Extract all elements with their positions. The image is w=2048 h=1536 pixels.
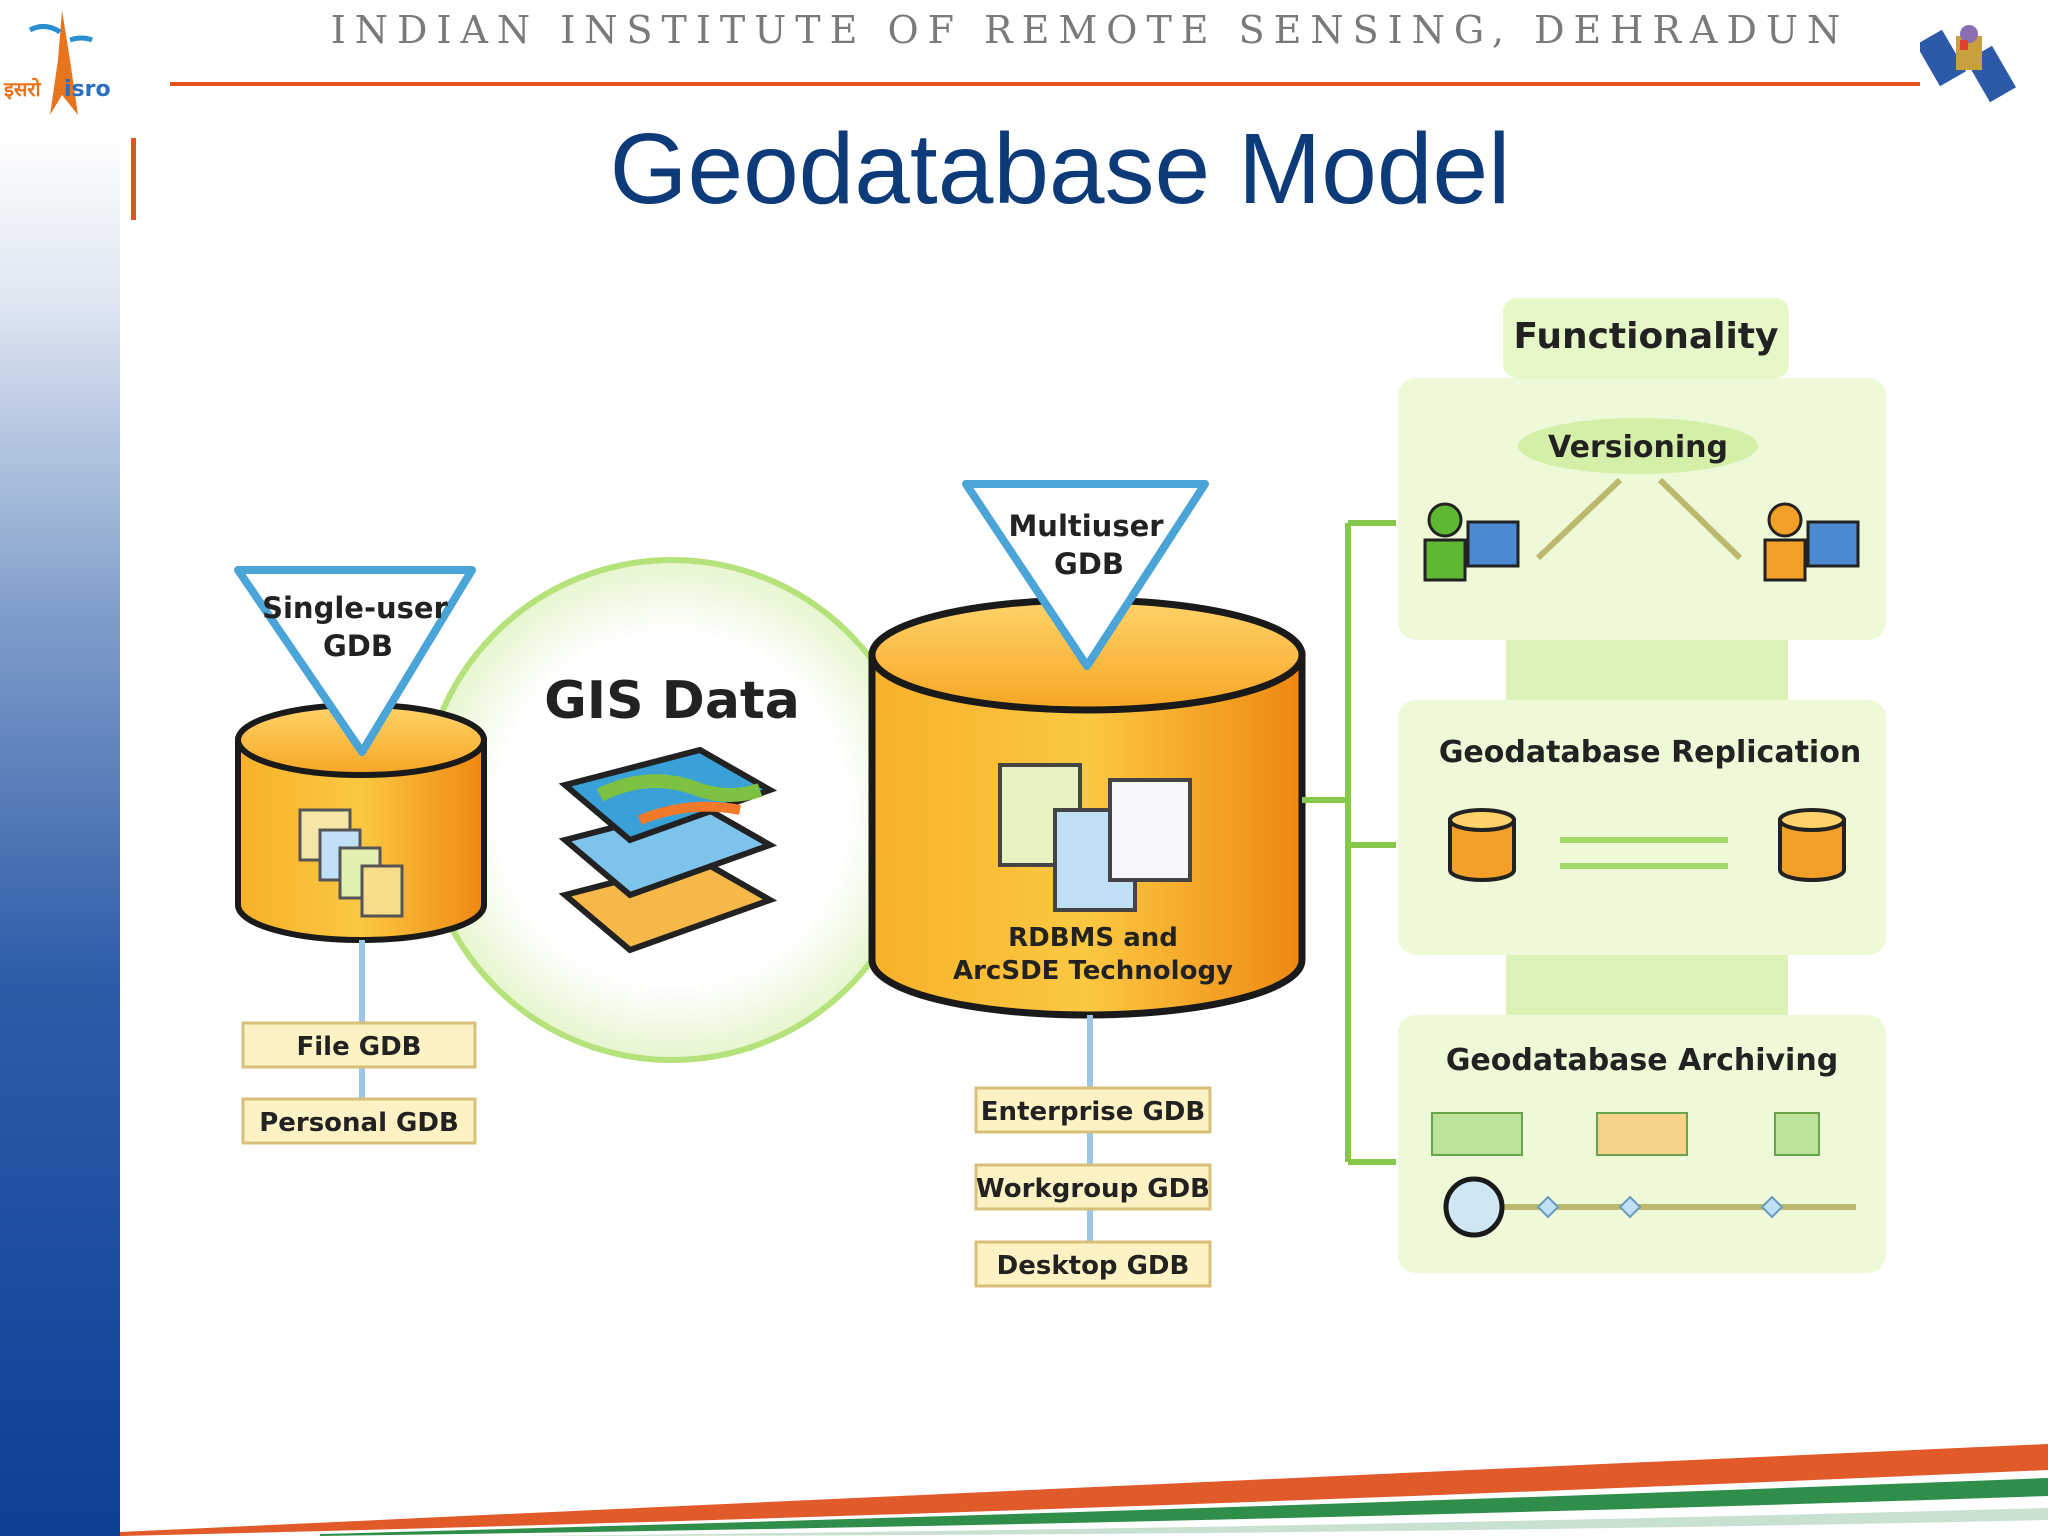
- svg-text:Workgroup GDB: Workgroup GDB: [976, 1174, 1210, 1204]
- functionality-heading: Functionality: [1514, 316, 1779, 357]
- file-gdb-box: File GDB: [241, 1021, 477, 1069]
- single-user-line2: GDB: [323, 629, 393, 663]
- satellite-icon: [1920, 25, 2016, 103]
- svg-text:Desktop GDB: Desktop GDB: [997, 1251, 1190, 1281]
- single-user-cylinder: [235, 702, 487, 943]
- institute-header: INDIAN INSTITUTE OF REMOTE SENSING, DEHR…: [330, 8, 1850, 52]
- svg-text:File GDB: File GDB: [296, 1032, 421, 1062]
- header-rule: [170, 82, 1920, 86]
- replica-db-left-icon: [1448, 808, 1516, 882]
- rdbms-line2: ArcSDE Technology: [953, 956, 1233, 986]
- sidebar-gradient: [0, 130, 120, 1536]
- multiuser-line2: GDB: [1054, 547, 1124, 581]
- svg-text:Geodatabase Archiving: Geodatabase Archiving: [1446, 1043, 1838, 1078]
- replication-panel: Geodatabase Replication: [1398, 700, 1886, 955]
- svg-text:Geodatabase Replication: Geodatabase Replication: [1439, 735, 1861, 770]
- multiuser-triangle: Multiuser GDB: [962, 480, 1209, 670]
- replica-db-right-icon: [1778, 808, 1846, 882]
- svg-text:Versioning: Versioning: [1548, 430, 1728, 465]
- workgroup-gdb-box: Workgroup GDB: [974, 1163, 1212, 1211]
- enterprise-gdb-box: Enterprise GDB: [974, 1086, 1212, 1134]
- rdbms-line1: RDBMS and: [1008, 923, 1178, 953]
- svg-text:इसरो: इसरो: [3, 77, 42, 101]
- single-user-line1: Single-user: [262, 591, 448, 625]
- footer-swoosh: [120, 1444, 2048, 1536]
- user-icon-right: [1763, 502, 1860, 582]
- desktop-gdb-box: Desktop GDB: [974, 1240, 1212, 1288]
- multiuser-line1: Multiuser: [1008, 509, 1164, 543]
- user-icon-left: [1423, 502, 1520, 582]
- isro-logo: इसरो isro: [3, 10, 111, 115]
- gis-data-label: GIS Data: [544, 671, 800, 731]
- functionality-tab: [1503, 298, 1789, 378]
- versioning-panel: Versioning: [1398, 378, 1886, 640]
- archive-table-icons: [1431, 1112, 1820, 1156]
- personal-gdb-box: Personal GDB: [241, 1097, 477, 1145]
- gis-layers-icon: [558, 746, 778, 954]
- svg-text:isro: isro: [64, 77, 111, 102]
- svg-text:Personal GDB: Personal GDB: [259, 1108, 459, 1138]
- functionality-connector: [1302, 520, 1396, 1165]
- title-accent-bar: [131, 138, 136, 220]
- svg-text:Enterprise GDB: Enterprise GDB: [981, 1097, 1205, 1127]
- archiving-panel: Geodatabase Archiving: [1398, 1015, 1886, 1273]
- clock-icon: [1443, 1176, 1505, 1238]
- slide-title: Geodatabase Model: [609, 113, 1511, 225]
- single-user-triangle: Single-user GDB: [234, 566, 476, 756]
